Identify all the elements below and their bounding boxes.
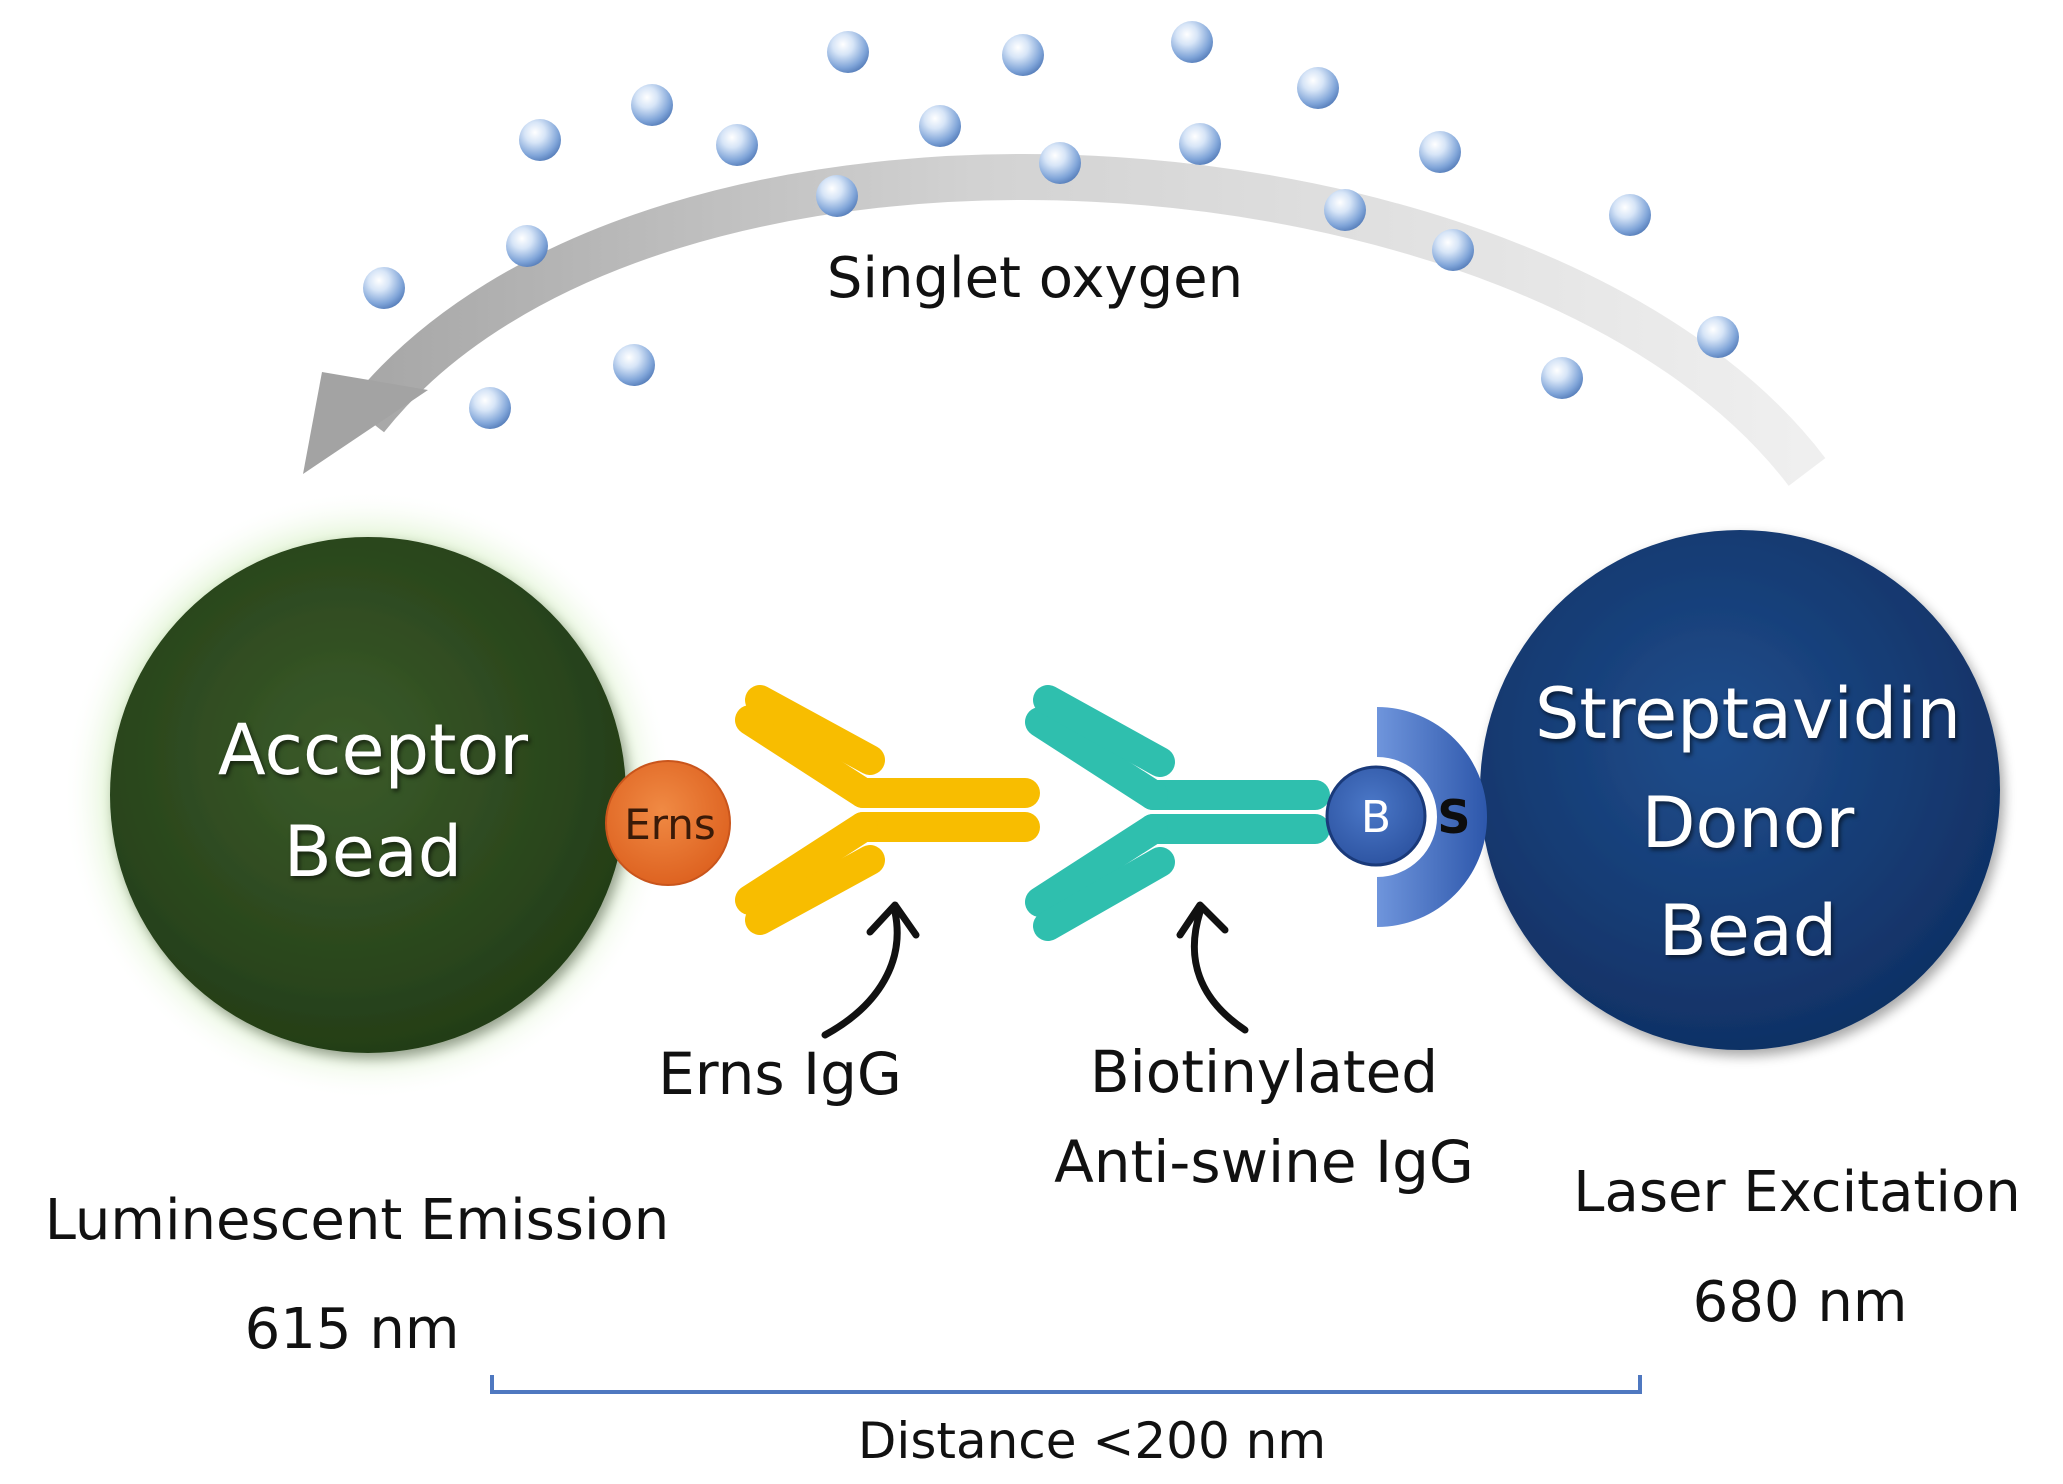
erns-igg-label: Erns IgG [658,1040,902,1108]
erns-antigen [605,760,731,886]
oxygen-sphere [1324,189,1366,231]
oxygen-sphere [1179,123,1221,165]
oxygen-sphere [1297,67,1339,109]
oxygen-sphere [1171,21,1213,63]
biotinylated-label: Biotinylated [1089,1038,1439,1106]
oxygen-sphere [613,344,655,386]
streptavidin-shape [1377,707,1488,927]
anti-swine-igg-label: Anti-swine IgG [1054,1128,1474,1196]
oxygen-sphere [506,225,548,267]
anti-swine-pointer-arrow [1176,901,1249,1034]
oxygen-sphere [469,387,511,429]
oxygen-sphere [1039,142,1081,184]
streptavidin-label: S [1437,790,1471,844]
erns-igg-pointer-arrow [821,901,920,1039]
biotin [1325,765,1427,867]
oxygen-sphere [1432,229,1474,271]
acceptor-bead [110,537,626,1053]
laser-excitation-label: Laser Excitation [1573,1160,2021,1225]
oxygen-sphere [816,175,858,217]
oxygen-sphere [631,84,673,126]
oxygen-sphere [519,119,561,161]
singlet-oxygen-label: Singlet oxygen [826,246,1244,311]
oxygen-sphere [827,31,869,73]
oxygen-sphere [1002,34,1044,76]
donor-bead [1480,530,2000,1050]
singlet-oxygen-arrow [303,154,1826,486]
oxygen-sphere [1697,316,1739,358]
luminescent-emission-label: Luminescent Emission [44,1188,670,1253]
oxygen-sphere [919,105,961,147]
distance-label: Distance <200 nm [857,1412,1327,1470]
oxygen-sphere [1609,194,1651,236]
emission-wavelength-label: 615 nm [244,1297,460,1362]
erns-igg-antibody [735,685,1040,935]
anti-swine-igg-antibody [1025,685,1330,941]
singlet-oxygen-molecules [363,21,1739,429]
distance-bracket [490,1375,1642,1394]
oxygen-sphere [1419,131,1461,173]
excitation-wavelength-label: 680 nm [1692,1270,1908,1335]
oxygen-sphere [1541,357,1583,399]
oxygen-sphere [716,124,758,166]
erns-antigen-label: Erns [624,800,716,849]
oxygen-sphere [363,267,405,309]
biotin-label: B [1360,792,1392,843]
